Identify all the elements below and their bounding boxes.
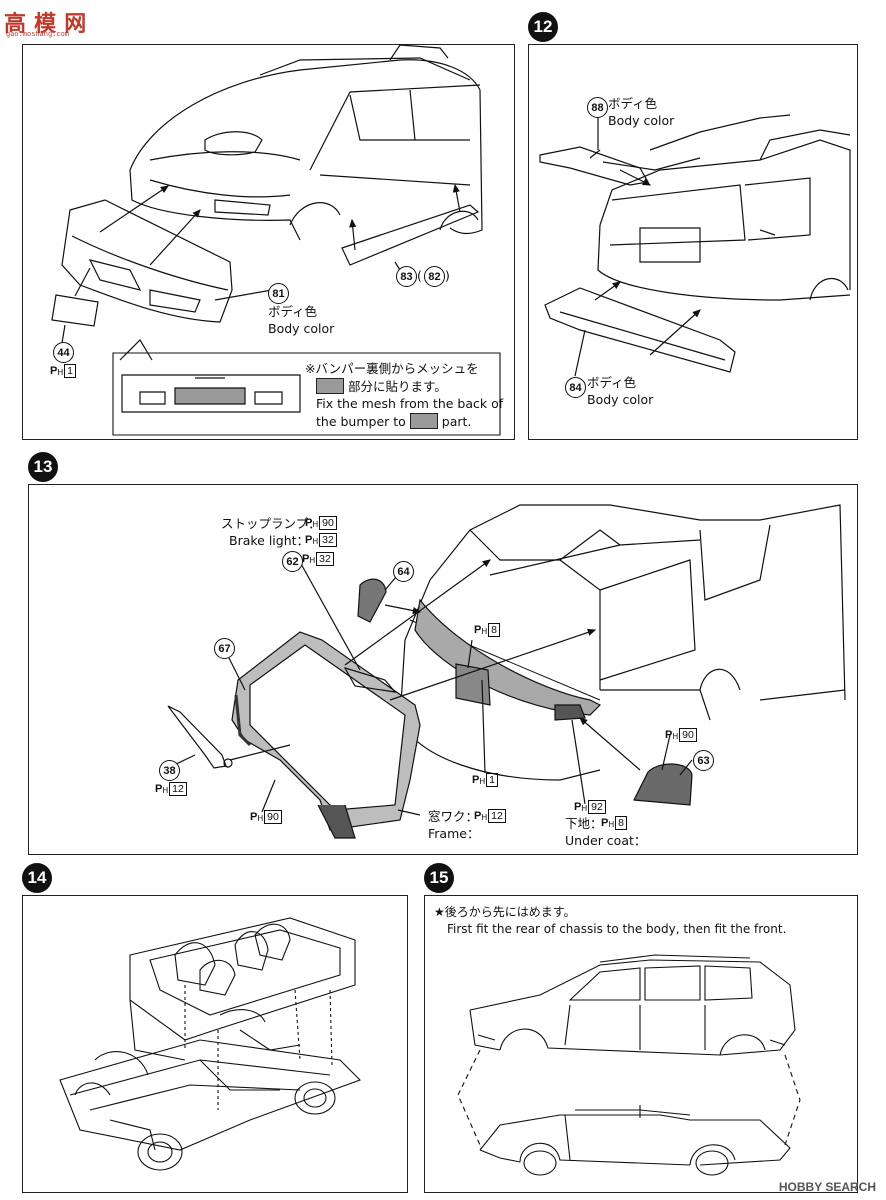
- step-14-number: 14: [22, 863, 52, 893]
- brake-light-en: Brake light：: [229, 533, 310, 548]
- mesh-note-jp1: ※バンパー裏側からメッシュを: [305, 361, 479, 376]
- hobby-search-watermark: HOBBY SEARCH: [778, 1180, 876, 1194]
- part-88-color-en: Body color: [608, 113, 675, 128]
- frame-jp: 窓ワク：: [428, 809, 479, 824]
- undercoat-en: Under coat：: [565, 833, 647, 848]
- undercoat-jp: 下地：: [565, 816, 603, 831]
- part-84-marker: 84: [565, 377, 586, 398]
- mesh-note-jp2: 部分に貼ります。: [316, 378, 447, 395]
- mesh-swatch-2: [409, 413, 438, 429]
- step11-panel: [22, 44, 515, 440]
- part-84-color-jp: ボディ色: [587, 375, 637, 390]
- part-82-marker: 82: [424, 266, 445, 287]
- part-88-color-jp: ボディ色: [608, 96, 658, 111]
- mesh-note-en2: the bumper to part.: [316, 413, 472, 429]
- step15-note-en: First fit the rear of chassis to the bod…: [447, 922, 787, 936]
- part-81-color-en: Body color: [268, 321, 335, 336]
- part-82-paren-open: (: [417, 268, 422, 283]
- mesh-note-en1: Fix the mesh from the back of: [316, 396, 504, 411]
- step15-note-jp: ★後ろから先にはめます。: [434, 905, 576, 919]
- site-logo: 高 模 网: [4, 11, 88, 36]
- part-81-color-jp: ボディ色: [268, 304, 318, 319]
- part-44-marker: 44: [53, 342, 74, 363]
- part-82-paren-close: ): [445, 268, 450, 283]
- step-12-number: 12: [528, 12, 558, 42]
- part-67-marker: 67: [214, 638, 235, 659]
- step-13-number: 13: [28, 452, 58, 482]
- site-logo-url: gao.moshang.com: [6, 31, 70, 39]
- part-81-marker: 81: [268, 283, 289, 304]
- frame-en: Frame：: [428, 826, 480, 841]
- part-64-marker: 64: [393, 561, 414, 582]
- part-84-color-en: Body color: [587, 392, 654, 407]
- brake-light-jp: ストップランプ：: [221, 516, 321, 531]
- mesh-swatch-1: [316, 378, 344, 394]
- part-63-marker: 63: [693, 750, 714, 771]
- step-15-number: 15: [424, 863, 454, 893]
- part-38-marker: 38: [159, 760, 180, 781]
- part-88-marker: 88: [587, 97, 608, 118]
- part-83-marker: 83: [396, 266, 417, 287]
- part-62-marker: 62: [282, 551, 303, 572]
